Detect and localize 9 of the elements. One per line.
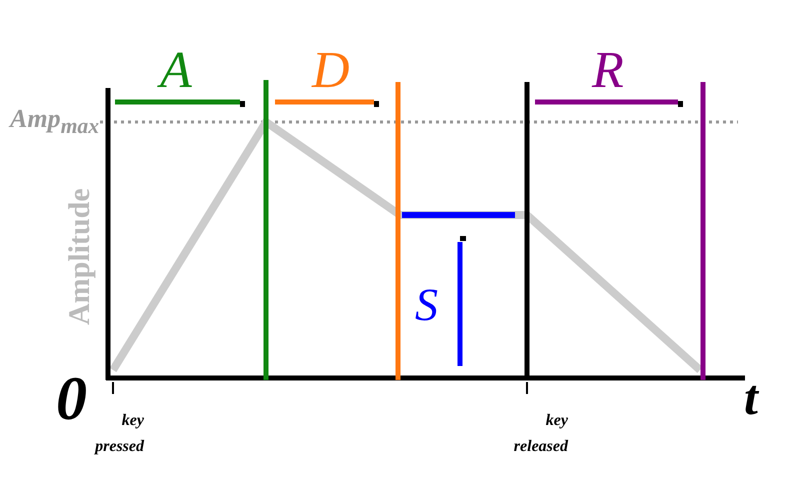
phase-label: S xyxy=(415,282,438,328)
axis-label: Amplitude xyxy=(65,188,95,325)
phase-label: D xyxy=(312,45,350,97)
axis-label: t xyxy=(744,372,758,422)
event-label: key released xyxy=(512,411,568,457)
phase-label: R xyxy=(592,45,624,97)
origin-label: 0 xyxy=(56,368,87,430)
axis-label: Amp$_{max}$ xyxy=(10,106,100,138)
event-label: key pressed xyxy=(93,411,144,457)
